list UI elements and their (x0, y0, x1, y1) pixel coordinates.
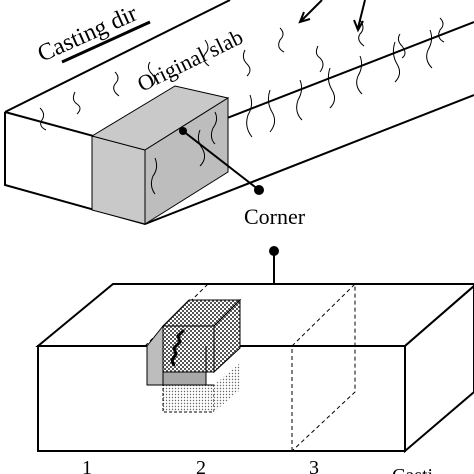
lower-slab-top (35, 283, 474, 347)
slab-outline (4, 94, 474, 226)
slab-sample-front (91, 135, 146, 225)
corner-pointer-line (182, 130, 260, 191)
original-slab: Casting dir Original slab (4, 0, 474, 226)
arrow-pointers (298, 0, 366, 33)
section-2-label: 2 (196, 457, 206, 474)
lower-slab-side (404, 284, 474, 454)
casting-direction-line (61, 20, 151, 64)
section-1-label: 1 (82, 457, 92, 474)
section-3-label: 3 (309, 457, 319, 474)
sample-lower-dotted (162, 384, 215, 413)
casting-label-partial: Casti (392, 465, 434, 474)
slab-sample-side (144, 97, 229, 225)
sample-crack (170, 328, 186, 367)
crack-lines (39, 17, 445, 195)
sample-cube-side (213, 298, 241, 374)
corner-label: Corner (244, 204, 306, 229)
corner-dot-mid (254, 185, 264, 195)
section-plane-3-dashed (291, 282, 356, 452)
sectioned-slab (35, 282, 474, 454)
sample-lower-dotted-side (214, 363, 240, 412)
